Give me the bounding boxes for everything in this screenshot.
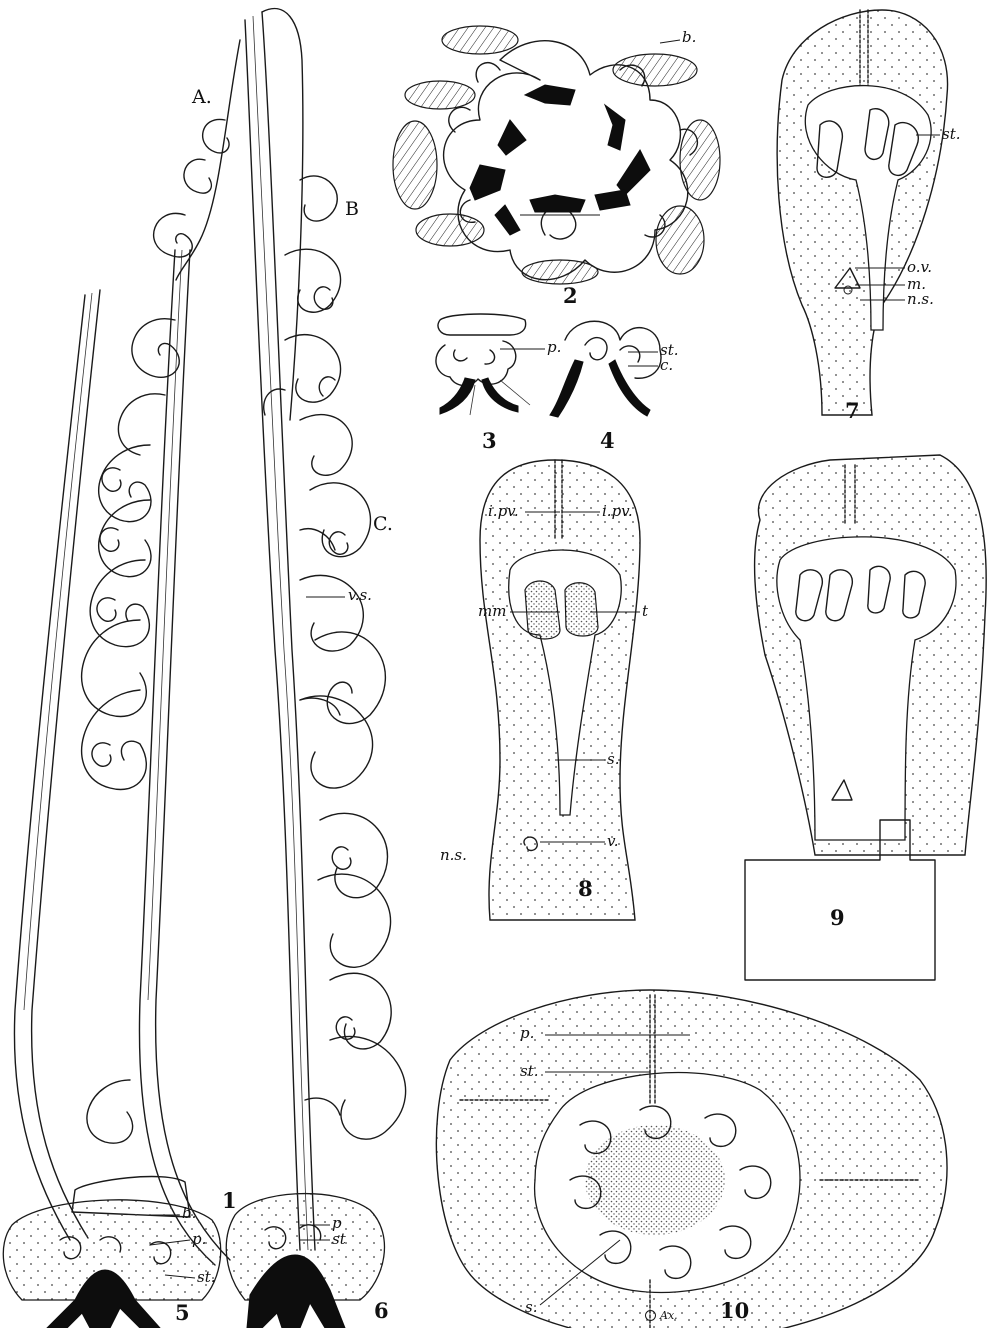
fig8-label-s: s.	[607, 752, 619, 767]
fig8-label-v: v.	[607, 834, 618, 849]
figure-number-3: 3	[482, 430, 497, 451]
figure-number-7: 7	[845, 400, 860, 421]
fig1-label-c: C.	[373, 515, 393, 534]
fig10-label-st: st.	[520, 1064, 539, 1079]
fig3-label-p: p.	[547, 340, 561, 355]
fig1-label-a: A.	[192, 88, 212, 107]
figure-9-drawing	[745, 455, 986, 980]
fig7-label-ns: n.s.	[907, 292, 934, 307]
fig10-label-ax: Ax.	[660, 1310, 678, 1321]
figure-10-drawing	[436, 990, 947, 1328]
fig1-label-vs: v.s.	[348, 588, 372, 603]
figure-number-9: 9	[830, 907, 845, 928]
figure-number-6: 6	[374, 1300, 389, 1321]
fig7-label-ov: o.v.	[907, 260, 932, 275]
fig2-label-b: b.	[682, 30, 696, 45]
figure-number-4: 4	[600, 430, 615, 451]
fig5-label-b: b.	[182, 1206, 196, 1221]
figure-number-10: 10	[720, 1300, 749, 1321]
figure-3-drawing	[436, 314, 545, 415]
axis-marker-icon	[645, 1310, 656, 1321]
fig1-label-b: B	[345, 200, 359, 219]
fig10-label-p: p.	[520, 1026, 534, 1041]
fig8-label-mm: mm	[478, 604, 506, 619]
fig7-label-st: st.	[942, 127, 961, 142]
fig10-label-s: s.	[525, 1300, 537, 1315]
fig6-label-p: p	[332, 1216, 342, 1231]
fig4-label-c: c.	[660, 358, 673, 373]
figure-1-drawing	[14, 9, 405, 1265]
figure-4-drawing	[550, 321, 661, 417]
fig6-label-st: st	[332, 1232, 346, 1247]
figure-8-drawing	[480, 460, 640, 920]
figure-number-2: 2	[563, 285, 578, 306]
figure-number-8: 8	[578, 878, 593, 899]
fig5-label-p: p.	[192, 1232, 206, 1247]
figure-2-drawing	[393, 26, 720, 284]
fig8-label-ns: n.s.	[440, 848, 467, 863]
fig5-label-st: st.	[197, 1270, 216, 1285]
fig8-label-ipv-left: i.pv.	[488, 504, 519, 519]
figure-number-1: 1	[222, 1190, 237, 1211]
fig8-label-t: t	[642, 604, 648, 619]
figure-6-drawing	[226, 1194, 384, 1328]
figure-number-5: 5	[175, 1302, 190, 1323]
fig8-label-ipv-right: i.pv.	[602, 504, 633, 519]
figure-7-drawing	[777, 10, 947, 415]
